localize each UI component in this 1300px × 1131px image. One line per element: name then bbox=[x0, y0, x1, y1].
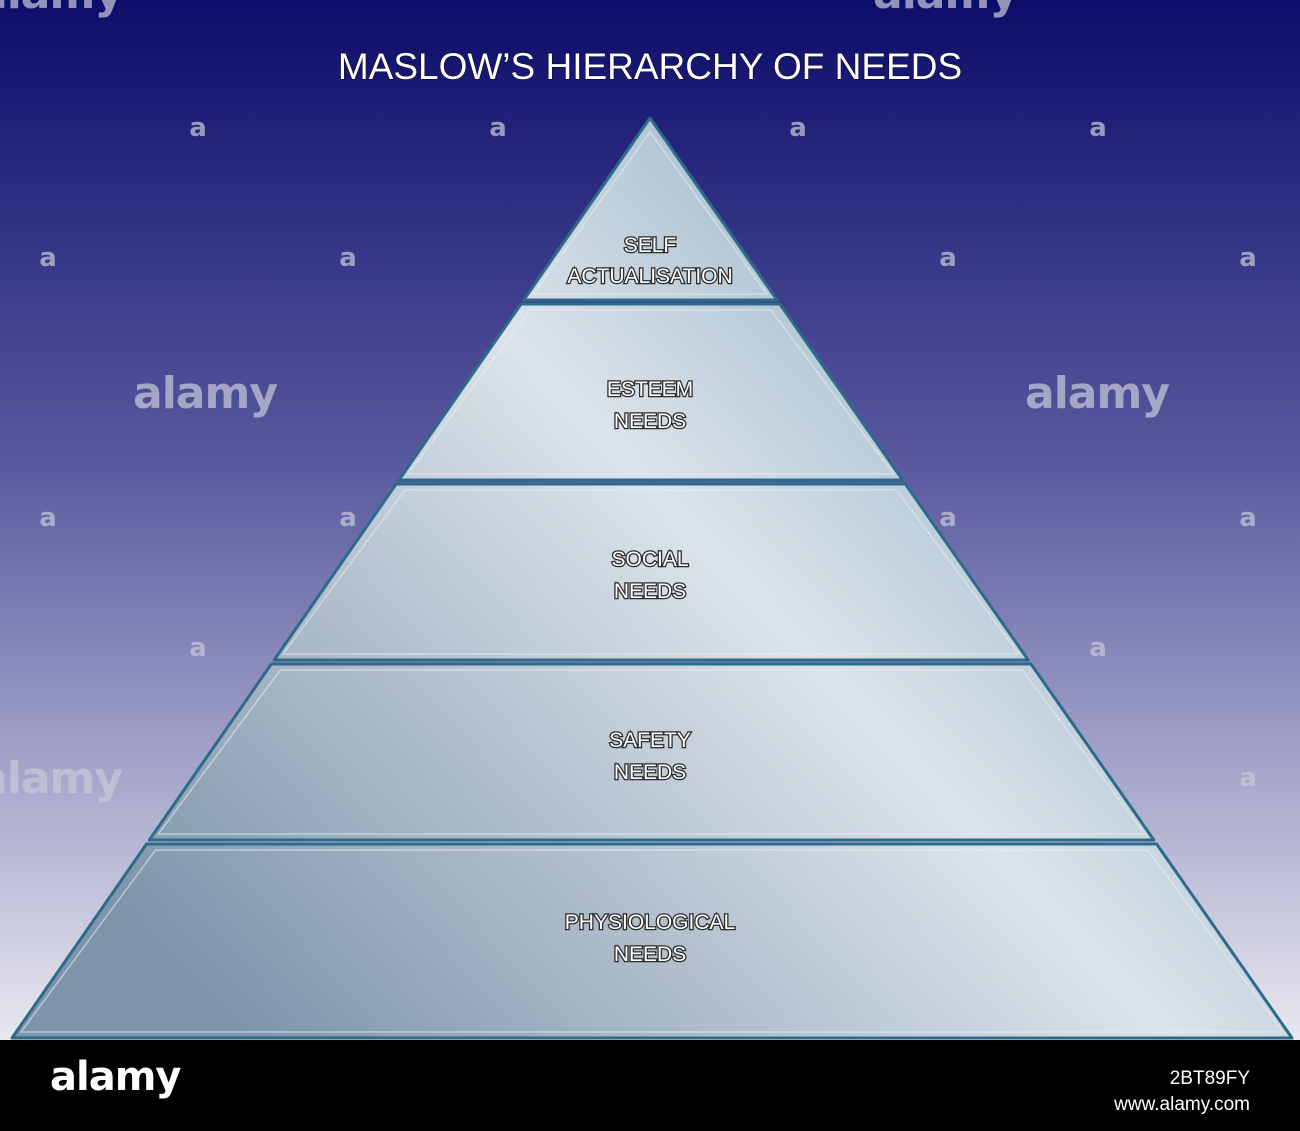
pyramid-tier-1: SELF ACTUALISATION bbox=[522, 116, 779, 302]
watermark-letter: a bbox=[1239, 763, 1257, 793]
tier-bevel bbox=[156, 669, 1147, 835]
pyramid-tier-2: ESTEEM NEEDS bbox=[397, 302, 905, 482]
watermark-letter: a bbox=[339, 503, 357, 533]
watermark-letter: a bbox=[939, 503, 957, 533]
tier-label-line: NEEDS bbox=[614, 580, 686, 603]
tier-label-line: SELF bbox=[624, 234, 677, 257]
tier-bevel bbox=[19, 849, 1285, 1033]
tier-label-line: ACTUALISATION bbox=[567, 265, 732, 288]
tier-shape bbox=[522, 116, 779, 302]
watermark-letter: a bbox=[189, 633, 207, 663]
watermark-letter: a bbox=[1089, 113, 1107, 143]
pyramid-tier-3: SOCIAL NEEDS bbox=[272, 482, 1030, 662]
tier-label-line: SOCIAL bbox=[611, 548, 688, 571]
site-url: www.alamy.com bbox=[1114, 1094, 1250, 1115]
pyramid-diagram: alamyalamyalamyalamyalamyalamyalamyaaaaa… bbox=[0, 0, 1300, 1040]
tier-label-line: NEEDS bbox=[614, 410, 686, 433]
watermark-letter: a bbox=[1089, 633, 1107, 663]
diagram-title: MASLOW’S HIERARCHY OF NEEDS bbox=[338, 46, 962, 87]
tier-shape bbox=[10, 842, 1294, 1040]
watermark-text: alamy bbox=[873, 0, 1017, 19]
tier-label-line: NEEDS bbox=[614, 943, 686, 966]
tier-shape bbox=[147, 662, 1156, 842]
watermark-letter: a bbox=[1239, 243, 1257, 273]
tier-label-line: PHYSIOLOGICAL bbox=[565, 911, 735, 934]
watermark-letter: a bbox=[39, 503, 57, 533]
watermark-text: alamy bbox=[1025, 368, 1169, 419]
tier-bevel bbox=[532, 130, 769, 295]
tier-shape bbox=[272, 482, 1030, 662]
tier-label-line: ESTEEM bbox=[607, 378, 693, 401]
image-id: 2BT89FY bbox=[1169, 1068, 1250, 1089]
watermark-letter: a bbox=[939, 243, 957, 273]
watermark-letter: a bbox=[789, 113, 807, 143]
footer-id: 2BT89FY www.alamy.com bbox=[1114, 1066, 1250, 1118]
watermark-letter: a bbox=[1239, 503, 1257, 533]
watermark-text: alamy bbox=[0, 0, 122, 19]
watermark-letter: a bbox=[339, 243, 357, 273]
watermark-letter: a bbox=[39, 243, 57, 273]
tier-shape bbox=[397, 302, 905, 482]
tier-bevel bbox=[281, 489, 1021, 655]
footer-logo: alamy bbox=[50, 1054, 181, 1100]
diagram-canvas: alamyalamyalamyalamyalamyalamyalamyaaaaa… bbox=[0, 0, 1300, 1040]
watermark-text: alamy bbox=[0, 753, 122, 804]
pyramid-tier-4: SAFETY NEEDS bbox=[147, 662, 1156, 842]
tier-label-line: SAFETY bbox=[609, 729, 691, 752]
watermark-text: alamy bbox=[133, 368, 277, 419]
footer-bar: alamy 2BT89FY www.alamy.com bbox=[0, 1040, 1300, 1131]
pyramid-tier-5: PHYSIOLOGICAL NEEDS bbox=[10, 842, 1294, 1040]
tier-bevel bbox=[406, 309, 896, 475]
tier-label-line: NEEDS bbox=[614, 761, 686, 784]
watermark-letter: a bbox=[189, 113, 207, 143]
watermark-letter: a bbox=[489, 113, 507, 143]
pyramid-tiers: SELFACTUALISATIONESTEEMNEEDSSOCIALNEEDSS… bbox=[10, 116, 1294, 1040]
